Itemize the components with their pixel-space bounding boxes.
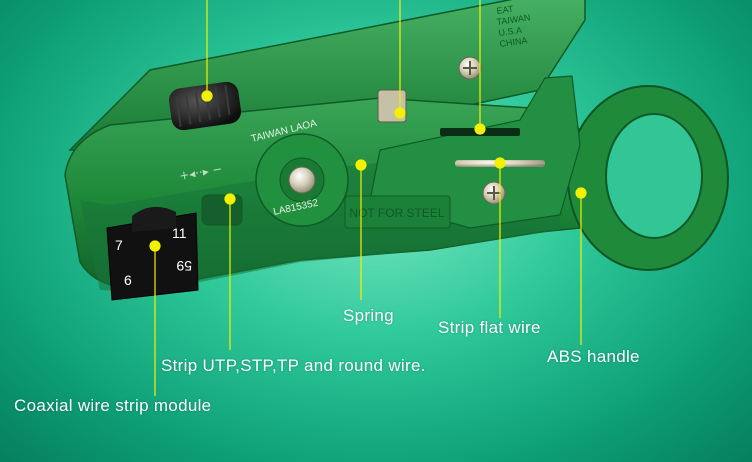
svg-text:7: 7 [115, 237, 123, 253]
svg-text:U.S.A: U.S.A [498, 25, 523, 38]
label-spring: Spring [343, 306, 394, 325]
svg-text:CHINA: CHINA [499, 35, 528, 49]
warning-text: NOT FOR STEEL [349, 206, 444, 220]
label-strip-utp: Strip UTP,STP,TP and round wire. [161, 356, 426, 375]
round-wire-notch [201, 194, 243, 226]
label-abs-handle: ABS handle [547, 347, 640, 366]
coax-cassette: 7 11 6 59 [106, 206, 199, 301]
screw-bottom [482, 181, 506, 205]
label-coaxial-module: Coaxial wire strip module [14, 396, 212, 415]
screw-top [458, 56, 482, 80]
pivot-medallion: TAIWAN LAOA LA815352 [250, 118, 349, 227]
svg-text:59: 59 [176, 258, 192, 274]
svg-text:11: 11 [172, 225, 187, 241]
label-strip-flat-wire: Strip flat wire [438, 318, 541, 337]
origin-markings: EAT TAIWAN U.S.A CHINA [496, 4, 531, 49]
svg-text:6: 6 [124, 272, 132, 288]
svg-text:TAIWAN: TAIWAN [496, 12, 531, 27]
callout-lines [149, 0, 587, 396]
svg-text:EAT: EAT [496, 4, 515, 16]
abs-ring-handle [567, 85, 729, 271]
warning-panel [344, 195, 451, 229]
adjustment-knob [168, 81, 242, 131]
